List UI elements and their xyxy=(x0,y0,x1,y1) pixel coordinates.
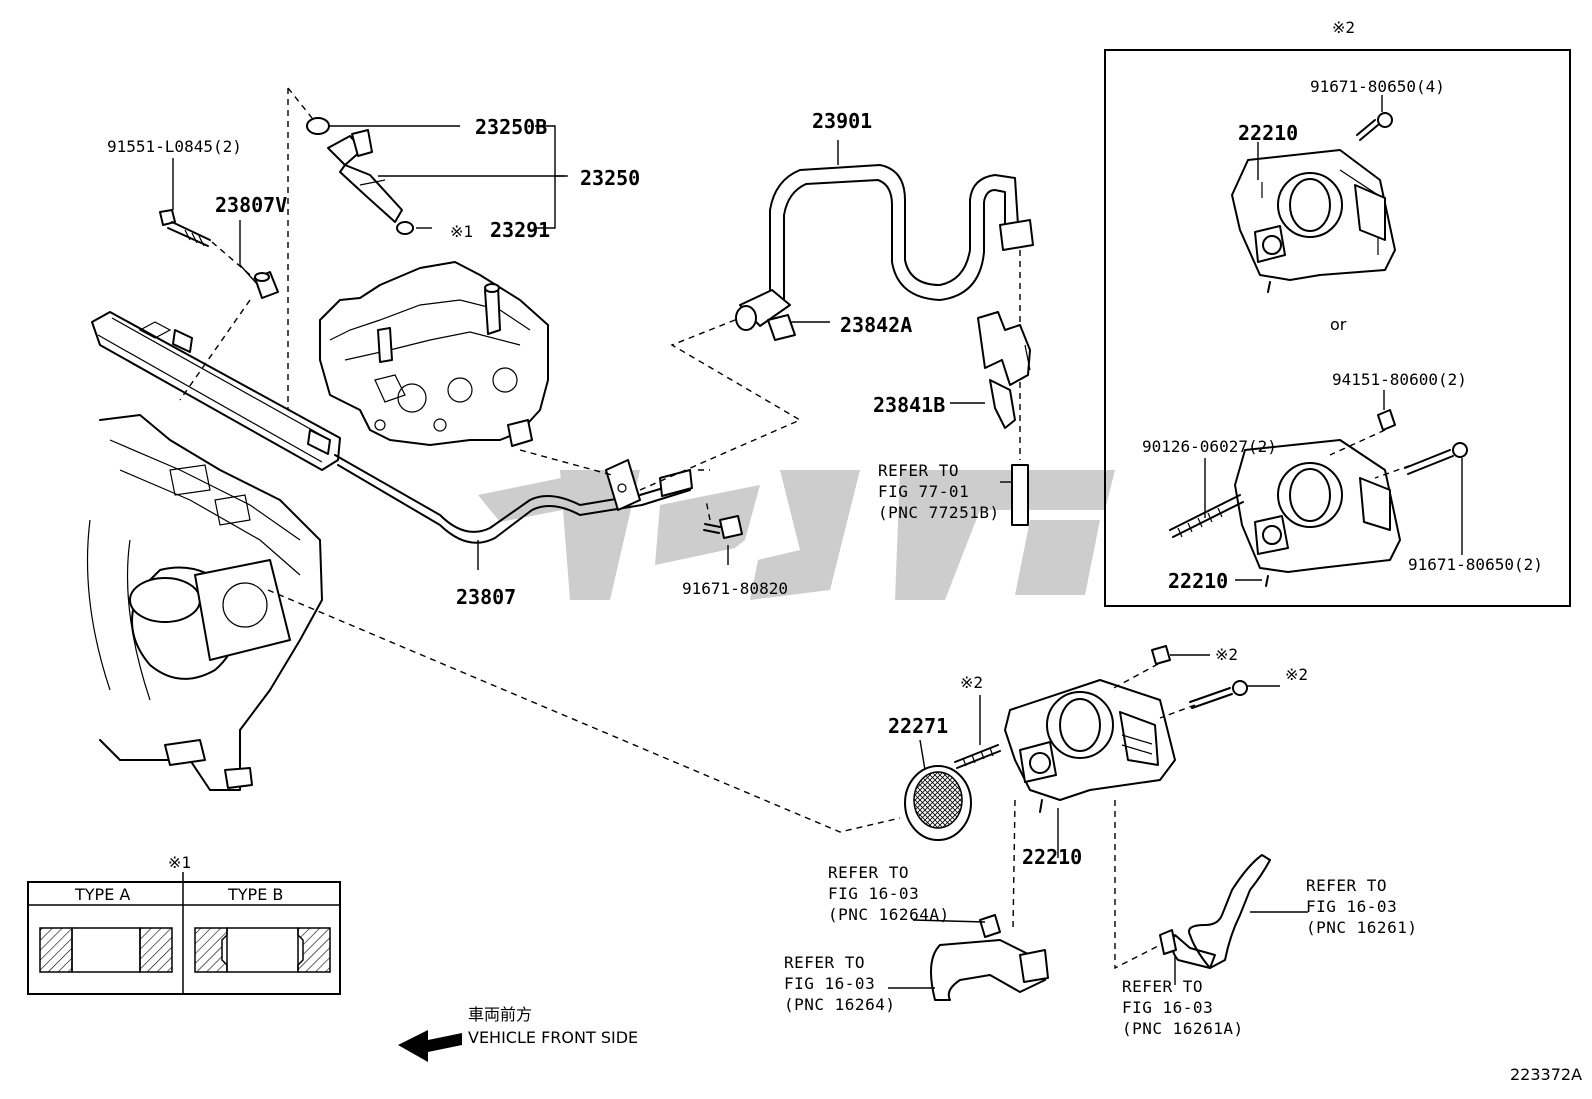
callout-91671-80820: 91671-80820 xyxy=(682,579,788,598)
ref-77-line1: REFER TO xyxy=(878,461,959,480)
callout-23807: 23807 xyxy=(456,585,516,609)
callout-23250: 23250 xyxy=(580,166,640,190)
callout-91551: 91551-L0845(2) xyxy=(107,137,242,156)
ref-77-line2: FIG 77-01 xyxy=(878,482,969,501)
ref-16261-line2: FIG 16-03 xyxy=(1306,897,1397,916)
inset-callout-top-part: 22210 xyxy=(1238,121,1298,145)
bolt-illustration xyxy=(703,515,743,539)
ref-16261A-line2: FIG 16-03 xyxy=(1122,998,1213,1017)
direction-japanese: 車両前方 xyxy=(468,1005,532,1024)
callout-22210-main: 22210 xyxy=(1022,845,1082,869)
note-1-injector: ※1 xyxy=(450,222,473,241)
ref-16261-line3: (PNC 16261) xyxy=(1306,918,1417,937)
fuel-injector-illustration xyxy=(306,117,414,235)
inset-or-label: or xyxy=(1330,315,1347,334)
ref-16261-line1: REFER TO xyxy=(1306,876,1387,895)
ref-77-line3: (PNC 77251B) xyxy=(878,503,1000,522)
throttle-body-illustration xyxy=(888,645,1308,1001)
type-a-label: TYPE A xyxy=(74,885,130,904)
type-b-label: TYPE B xyxy=(227,885,283,904)
watermark-logo xyxy=(478,470,1115,600)
type-table xyxy=(27,872,341,995)
note-2-bolt: ※2 xyxy=(1285,665,1308,684)
ref-16264A-line1: REFER TO xyxy=(828,863,909,882)
ref-16261A-line3: (PNC 16261A) xyxy=(1122,1019,1244,1038)
ref-16264A-line2: FIG 16-03 xyxy=(828,884,919,903)
callout-23841B: 23841B xyxy=(873,393,945,417)
ref-16264-line2: FIG 16-03 xyxy=(784,974,875,993)
inset-callout-bottom-bolt: 91671-80650(2) xyxy=(1408,555,1543,574)
callout-23901: 23901 xyxy=(812,109,872,133)
ref-16264A-line3: (PNC 16264A) xyxy=(828,905,950,924)
inset-throttle-variants xyxy=(1104,49,1571,607)
ref-16264-line1: REFER TO xyxy=(784,953,865,972)
note-2-22271: ※2 xyxy=(960,673,983,692)
fuel-hose-illustration xyxy=(735,140,1034,526)
rail-bolt-illustration xyxy=(159,209,279,299)
vehicle-front-arrow-icon xyxy=(398,1030,462,1062)
type-table-note: ※1 xyxy=(168,853,191,872)
ref-16261A-line1: REFER TO xyxy=(1122,977,1203,996)
callout-23291: 23291 xyxy=(490,218,550,242)
leader-lines-left xyxy=(172,87,901,833)
callout-22271: 22271 xyxy=(888,714,948,738)
inset-callout-stud: 90126-06027(2) xyxy=(1142,437,1277,456)
inset-callout-bottom-part: 22210 xyxy=(1168,569,1228,593)
direction-english: VEHICLE FRONT SIDE xyxy=(468,1028,638,1047)
callout-23807V: 23807V xyxy=(215,193,287,217)
figure-id: 223372A xyxy=(1510,1065,1582,1084)
inset-callout-nut: 94151-80600(2) xyxy=(1332,370,1467,389)
ref-16264-line3: (PNC 16264) xyxy=(784,995,895,1014)
inset-note-2: ※2 xyxy=(1332,18,1355,37)
callout-23842A: 23842A xyxy=(840,313,912,337)
intake-manifold-illustration xyxy=(86,261,693,791)
note-2-nut: ※2 xyxy=(1215,645,1238,664)
callout-23250B: 23250B xyxy=(475,115,547,139)
inset-callout-top-bolt: 91671-80650(4) xyxy=(1310,77,1445,96)
